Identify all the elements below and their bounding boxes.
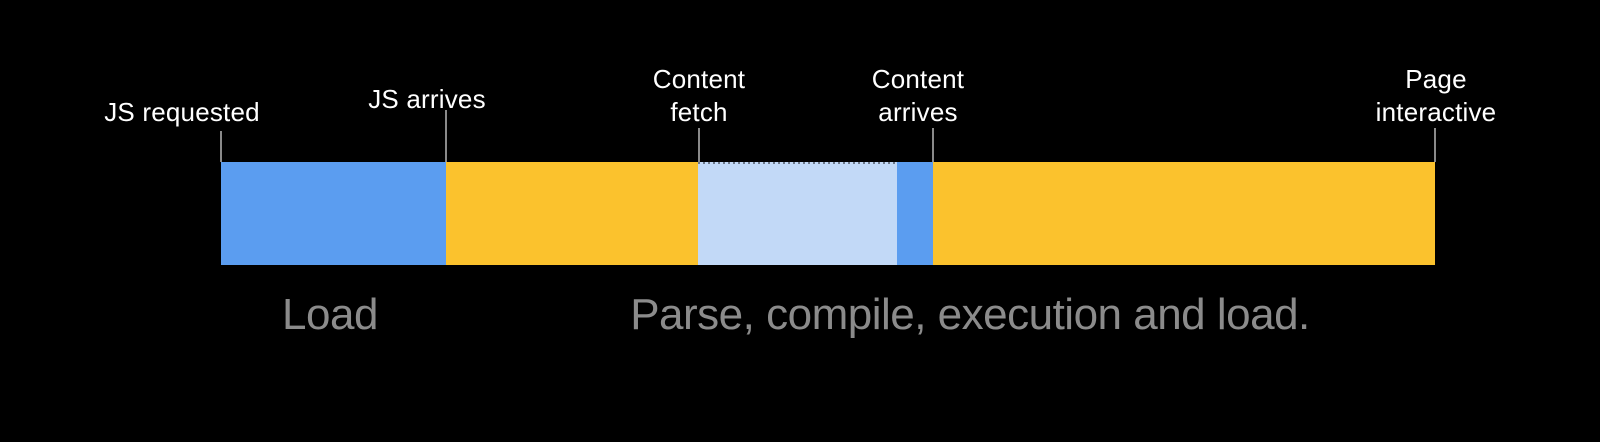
milestone-tick-js-arrives (445, 110, 447, 162)
milestone-label-content-arrives: Content arrives (871, 64, 965, 127)
segment-content-fetch (698, 162, 897, 265)
timeline-bar (221, 162, 1435, 265)
segment-parse-compile-1 (446, 162, 698, 265)
segment-content-download (897, 162, 933, 265)
milestone-label-page-interactive: Page interactive (1375, 64, 1497, 127)
segment-parse-compile-2 (933, 162, 1435, 265)
milestone-tick-content-arrives (932, 128, 934, 162)
segment-js-download (221, 162, 446, 265)
milestone-label-js-requested: JS requested (104, 97, 260, 127)
milestone-tick-js-requested (220, 131, 222, 162)
milestone-tick-content-fetch (698, 128, 700, 162)
milestone-label-content-fetch: Content fetch (652, 64, 746, 127)
caption-load: Load (282, 290, 378, 339)
milestone-tick-page-interactive (1434, 128, 1436, 162)
milestone-label-js-arrives: JS arrives (368, 84, 486, 114)
caption-parse-compile-execut: Parse, compile, execution and load. (630, 290, 1310, 339)
